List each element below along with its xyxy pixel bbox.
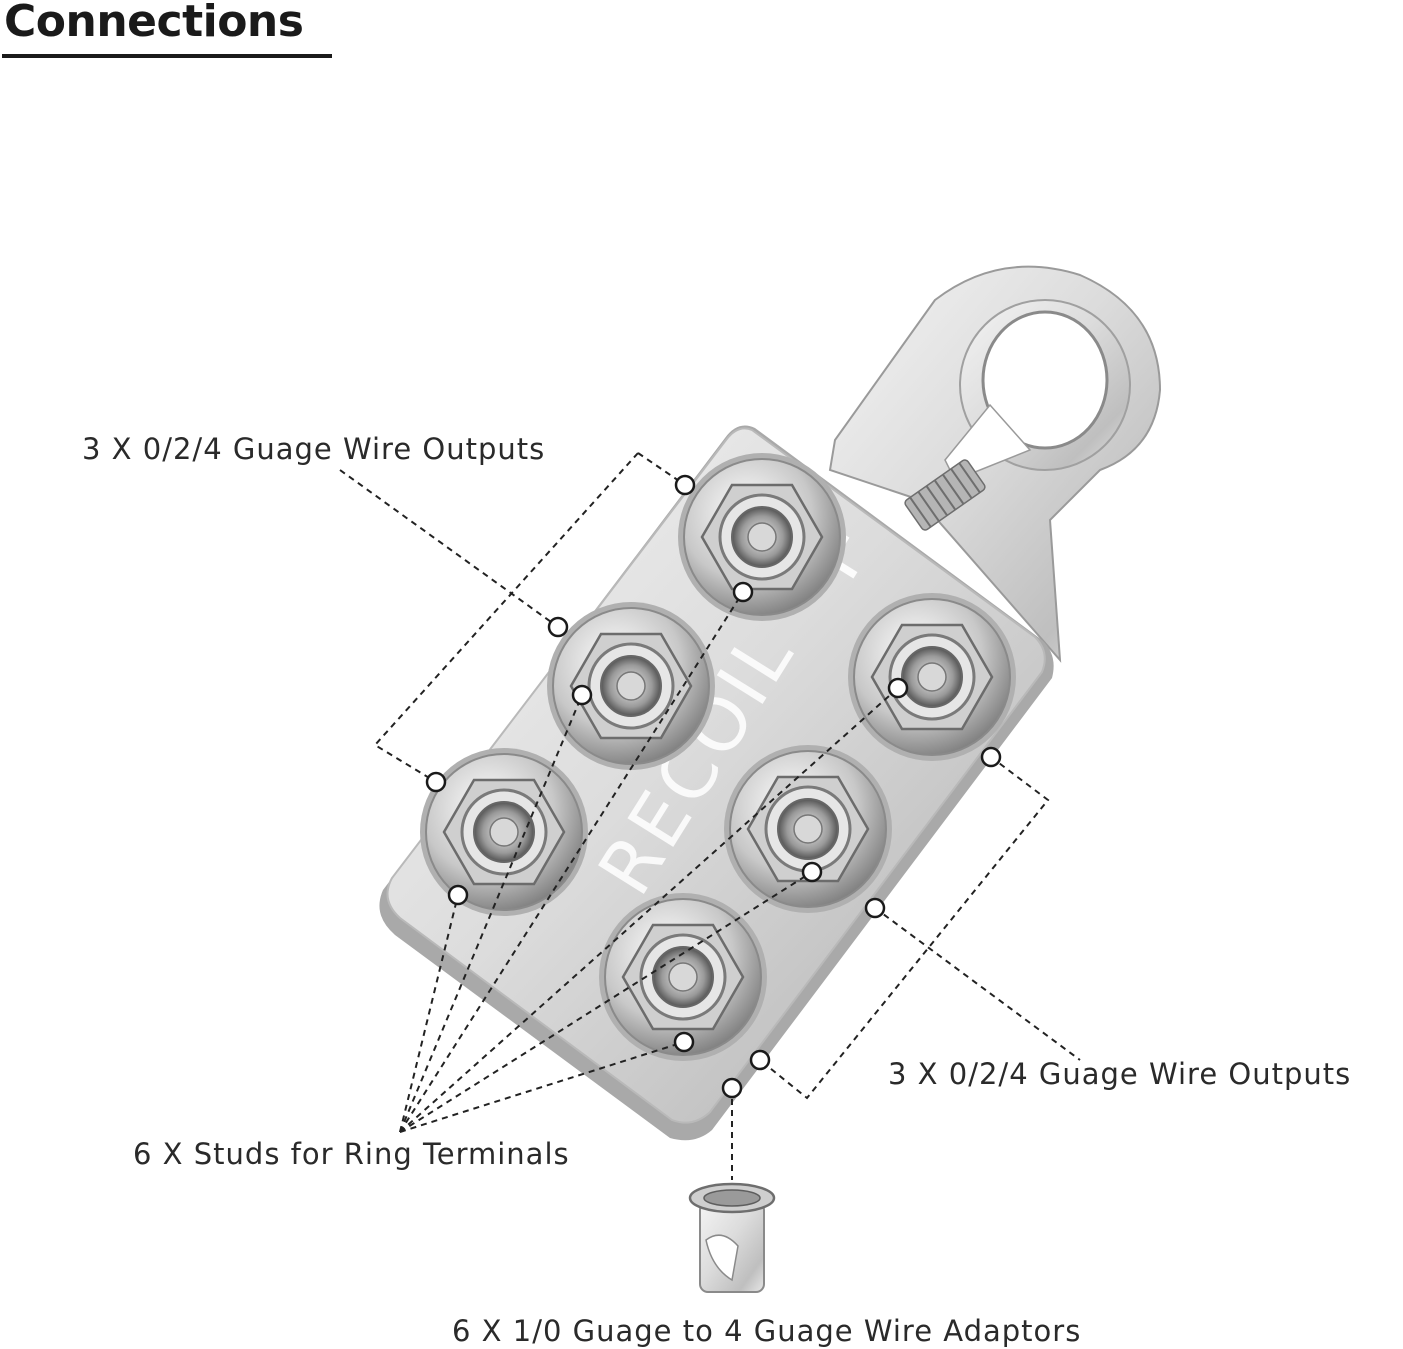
page-title: Connections — [4, 0, 304, 47]
marker-stud-4 — [887, 677, 909, 699]
stud-3 — [420, 748, 588, 916]
marker-output-1 — [674, 474, 696, 496]
marker-stud-2 — [571, 684, 593, 706]
stud-6 — [599, 893, 767, 1061]
wire-adaptor-sleeve — [688, 1182, 776, 1293]
marker-adaptor — [721, 1077, 743, 1099]
callout-adaptors: 6 X 1/0 Guage to 4 Guage Wire Adaptors — [452, 1314, 1082, 1348]
marker-stud-6 — [673, 1031, 695, 1053]
studs-leader-4 — [399, 687, 899, 1133]
studs-leader-6 — [399, 1041, 685, 1133]
stud-2 — [547, 602, 715, 770]
marker-output-6 — [749, 1049, 771, 1071]
stud-5 — [724, 745, 892, 913]
bottom-outputs-frame — [759, 756, 1050, 1100]
studs-leader-1 — [399, 894, 459, 1133]
callout-studs: 6 X Studs for Ring Terminals — [133, 1137, 570, 1171]
marker-output-3 — [425, 771, 447, 793]
marker-output-2 — [547, 616, 569, 638]
studs-leader-5 — [399, 871, 813, 1133]
bottom-outputs-leader — [874, 907, 1081, 1061]
callout-markers — [425, 474, 1002, 1099]
terminal-block-body — [379, 425, 1054, 1141]
marker-stud-3 — [447, 884, 469, 906]
top-outputs-leader — [339, 469, 559, 628]
clamp-screw — [904, 459, 986, 531]
marker-output-4 — [980, 746, 1002, 768]
marker-stud-5 — [801, 861, 823, 883]
stud-4 — [848, 593, 1016, 761]
marker-stud-1 — [732, 581, 754, 603]
marker-output-5 — [864, 897, 886, 919]
title-underline — [2, 54, 332, 58]
studs-leader-2 — [399, 694, 583, 1133]
stud-1 — [678, 453, 846, 621]
callout-outputs-top: 3 X 0/2/4 Guage Wire Outputs — [82, 432, 546, 466]
studs-leader-3 — [399, 591, 744, 1133]
callout-outputs-bottom: 3 X 0/2/4 Guage Wire Outputs — [888, 1057, 1352, 1091]
